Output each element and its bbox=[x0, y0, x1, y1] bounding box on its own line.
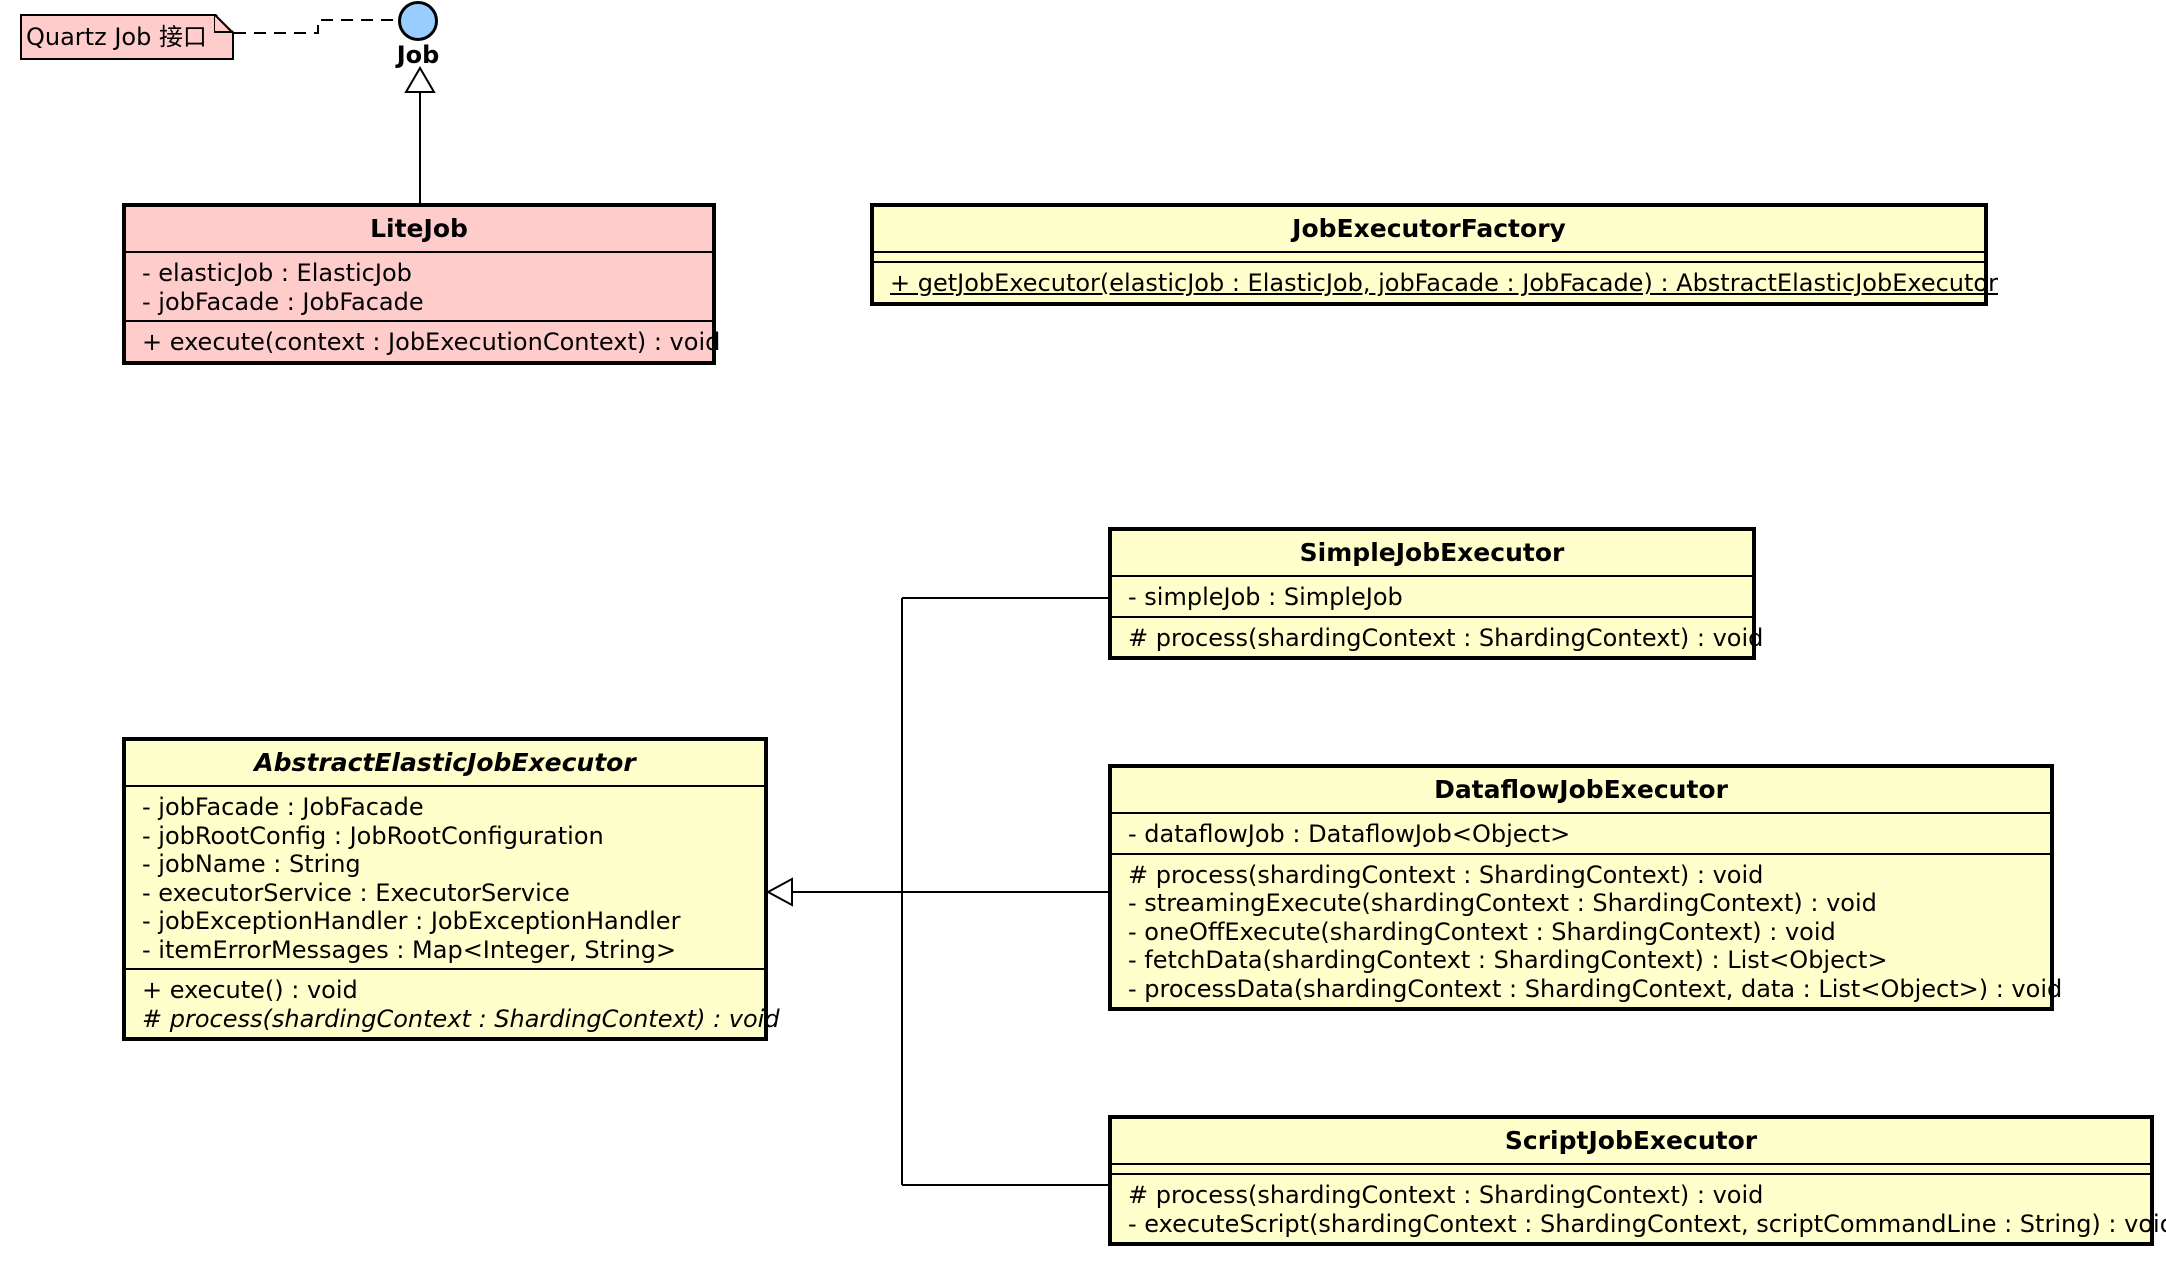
attribute: - jobRootConfig : JobRootConfiguration bbox=[142, 821, 604, 850]
operations-compartment: # process(shardingContext : ShardingCont… bbox=[1112, 618, 1764, 657]
class-name: JobExecutorFactory bbox=[874, 207, 1984, 253]
operations-compartment: + getJobExecutor(elasticJob : ElasticJob… bbox=[874, 263, 1998, 302]
attribute: - jobFacade : JobFacade bbox=[142, 287, 424, 316]
operation: # process(shardingContext : ShardingCont… bbox=[142, 1004, 780, 1033]
attribute: - dataflowJob : DataflowJob<Object> bbox=[1128, 820, 1571, 848]
generalization-arrowhead bbox=[765, 877, 793, 907]
attributes-compartment: - simpleJob : SimpleJob bbox=[1112, 577, 1752, 618]
operation: # process(shardingContext : ShardingCont… bbox=[1128, 1181, 1764, 1209]
class-lite-job: LiteJob - elasticJob : ElasticJob - jobF… bbox=[122, 203, 721, 365]
operation: - executeScript(shardingContext : Shardi… bbox=[1128, 1209, 2166, 1238]
operation: - streamingExecute(shardingContext : Sha… bbox=[1128, 889, 1877, 917]
attributes-compartment bbox=[1112, 1165, 2150, 1175]
attribute: - executorService : ExecutorService bbox=[142, 878, 570, 907]
class-simple-job-executor: SimpleJobExecutor - simpleJob : SimpleJo… bbox=[1108, 527, 1764, 660]
class-name: SimpleJobExecutor bbox=[1112, 531, 1752, 577]
operation: + getJobExecutor(elasticJob : ElasticJob… bbox=[890, 269, 1998, 297]
note-fold-corner bbox=[214, 14, 233, 33]
attributes-compartment: - jobFacade : JobFacade - jobRootConfig … bbox=[126, 787, 764, 970]
operation: + execute() : void bbox=[142, 976, 358, 1004]
attributes-compartment bbox=[874, 253, 1984, 263]
class-name: DataflowJobExecutor bbox=[1112, 768, 2050, 814]
attribute: - simpleJob : SimpleJob bbox=[1128, 583, 1403, 611]
attribute: - elasticJob : ElasticJob bbox=[142, 259, 412, 287]
note-link bbox=[234, 19, 398, 34]
class-name: AbstractElasticJobExecutor bbox=[126, 741, 764, 787]
operation: - oneOffExecute(shardingContext : Shardi… bbox=[1128, 917, 1836, 946]
class-abstract-elastic-job-executor: AbstractElasticJobExecutor - jobFacade :… bbox=[122, 737, 780, 1041]
operations-compartment: # process(shardingContext : ShardingCont… bbox=[1112, 1175, 2166, 1242]
operation: - processData(shardingContext : Sharding… bbox=[1128, 974, 2063, 1003]
litejob-to-job-arrowhead bbox=[404, 66, 436, 93]
interface-name: Job bbox=[396, 41, 440, 69]
attribute: - jobFacade : JobFacade bbox=[142, 793, 424, 821]
operation: # process(shardingContext : ShardingCont… bbox=[1128, 860, 1764, 889]
operations-compartment: + execute() : void # process(shardingCon… bbox=[126, 970, 780, 1037]
operations-compartment: + execute(context : JobExecutionContext)… bbox=[126, 322, 721, 361]
operation: - fetchData(shardingContext : ShardingCo… bbox=[1128, 946, 1888, 974]
attributes-compartment: - elasticJob : ElasticJob - jobFacade : … bbox=[126, 253, 712, 322]
interface-circle-icon bbox=[398, 1, 438, 41]
attributes-compartment: - dataflowJob : DataflowJob<Object> bbox=[1112, 814, 2050, 855]
class-script-job-executor: ScriptJobExecutor # process(shardingCont… bbox=[1108, 1115, 2166, 1246]
attribute: - jobExceptionHandler : JobExceptionHand… bbox=[142, 907, 681, 935]
attribute: - itemErrorMessages : Map<Integer, Strin… bbox=[142, 935, 677, 964]
operation: # process(shardingContext : ShardingCont… bbox=[1128, 623, 1764, 652]
note-quartz-job bbox=[20, 14, 234, 60]
operations-compartment: # process(shardingContext : ShardingCont… bbox=[1112, 855, 2063, 1008]
note-text: Quartz Job 接口 bbox=[26, 23, 207, 51]
class-dataflow-job-executor: DataflowJobExecutor - dataflowJob : Data… bbox=[1108, 764, 2063, 1011]
class-name: LiteJob bbox=[126, 207, 712, 253]
class-job-executor-factory: JobExecutorFactory + getJobExecutor(elas… bbox=[870, 203, 1998, 306]
class-name: ScriptJobExecutor bbox=[1112, 1119, 2150, 1165]
attribute: - jobName : String bbox=[142, 850, 361, 878]
operation: + execute(context : JobExecutionContext)… bbox=[142, 328, 721, 356]
